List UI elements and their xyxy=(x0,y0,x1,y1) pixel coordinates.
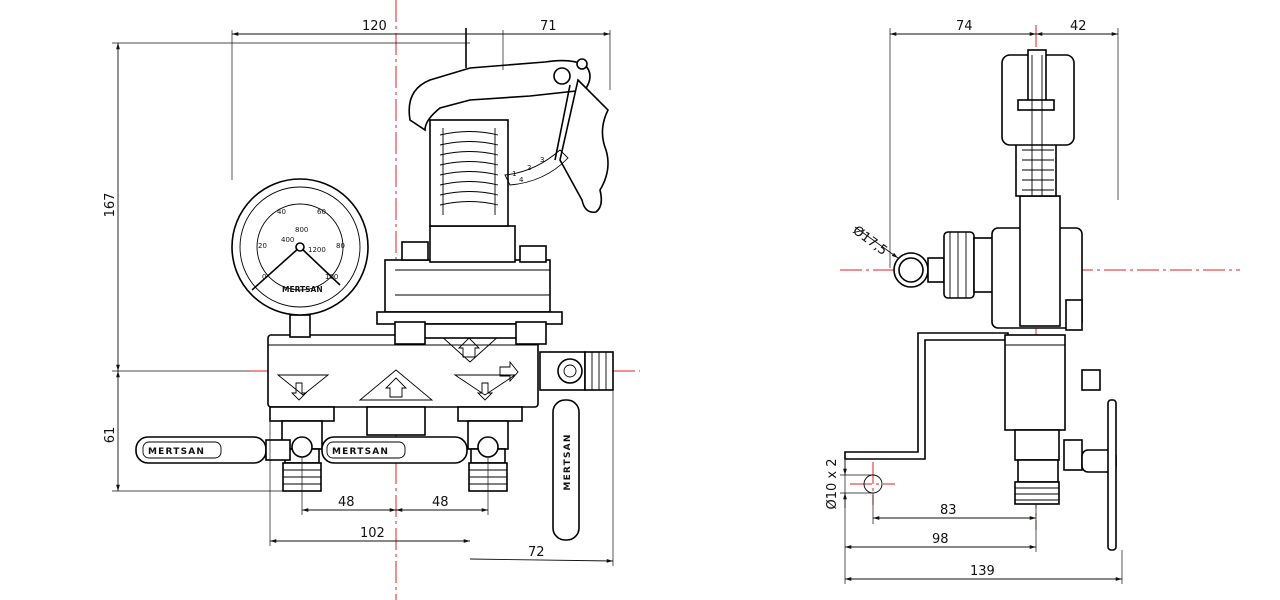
valve-head xyxy=(376,225,563,345)
handle-middle-brand: MERTSAN xyxy=(332,447,389,457)
dim-74: 74 xyxy=(956,19,973,34)
gauge-tick: 100 xyxy=(325,273,338,281)
selector-number: 1 xyxy=(512,170,516,178)
handle-left-brand: MERTSAN xyxy=(148,447,205,457)
gauge-needle xyxy=(251,246,301,291)
dim-83: 83 xyxy=(940,503,957,518)
gauge-tick: 0 xyxy=(262,273,266,281)
flow-arrow-icons xyxy=(290,337,519,401)
inlet-connection xyxy=(893,231,995,299)
side-view: 74 42 Ø17,5 Ø10 x 2 83 98 139 xyxy=(825,19,1240,584)
dim-48-right: 48 xyxy=(432,495,449,510)
handle-vertical xyxy=(552,399,580,541)
gauge-tick: 40 xyxy=(277,208,286,216)
dim-167: 167 xyxy=(103,193,118,218)
gauge-tick: 1200 xyxy=(308,246,326,254)
gauge-tick: 80 xyxy=(336,242,345,250)
gauge-tick: 60 xyxy=(317,208,326,216)
dim-139: 139 xyxy=(970,564,995,579)
gauge-tick: 20 xyxy=(258,242,267,250)
manifold-body xyxy=(267,334,539,408)
selector-number: 3 xyxy=(540,156,544,164)
selector-number: 2 xyxy=(527,164,531,172)
dim-102: 102 xyxy=(360,526,385,541)
right-arrow-icon xyxy=(499,360,519,383)
gauge-tick: 400 xyxy=(281,236,294,244)
dim-98: 98 xyxy=(932,532,949,547)
dim-48-left: 48 xyxy=(338,495,355,510)
side-outlet xyxy=(539,351,614,391)
dim-mount-holes: Ø10 x 2 xyxy=(825,458,840,509)
front-view: 1 2 3 4 0 20 40 60 80 100 400 800 1200 M… xyxy=(103,0,640,600)
handle-vertical-brand: MERTSAN xyxy=(563,433,573,490)
dim-42: 42 xyxy=(1070,19,1087,34)
dim-inlet-diameter: Ø17,5 xyxy=(850,223,890,259)
dim-120: 120 xyxy=(362,19,387,34)
pressure-gauge: 0 20 40 60 80 100 400 800 1200 MERTSAN xyxy=(231,178,369,338)
up-arrow-icon xyxy=(457,337,481,358)
mounting-bracket xyxy=(844,332,1009,494)
pressure-spring xyxy=(429,119,509,227)
side-body xyxy=(991,195,1117,551)
down-arrow-icon xyxy=(290,382,308,401)
gauge-tick: 800 xyxy=(295,226,308,234)
outlet-valves xyxy=(269,406,523,492)
valve-handles: MERTSAN MERTSAN MERTSAN xyxy=(135,399,580,541)
regulator-lever xyxy=(408,28,609,214)
selector-numbers: 1 2 3 4 xyxy=(512,156,544,184)
down-arrow-icon xyxy=(476,382,494,401)
dim-72: 72 xyxy=(528,545,545,560)
handle-middle xyxy=(321,436,468,464)
dim-61: 61 xyxy=(103,427,118,444)
side-spring-column xyxy=(1001,49,1075,197)
up-arrow-icon xyxy=(384,377,408,398)
front-dimensions: 120 71 167 61 48 48 102 xyxy=(103,19,614,566)
dim-71: 71 xyxy=(540,19,557,34)
gauge-brand: MERTSAN xyxy=(282,285,323,294)
selector-number: 4 xyxy=(519,176,524,184)
